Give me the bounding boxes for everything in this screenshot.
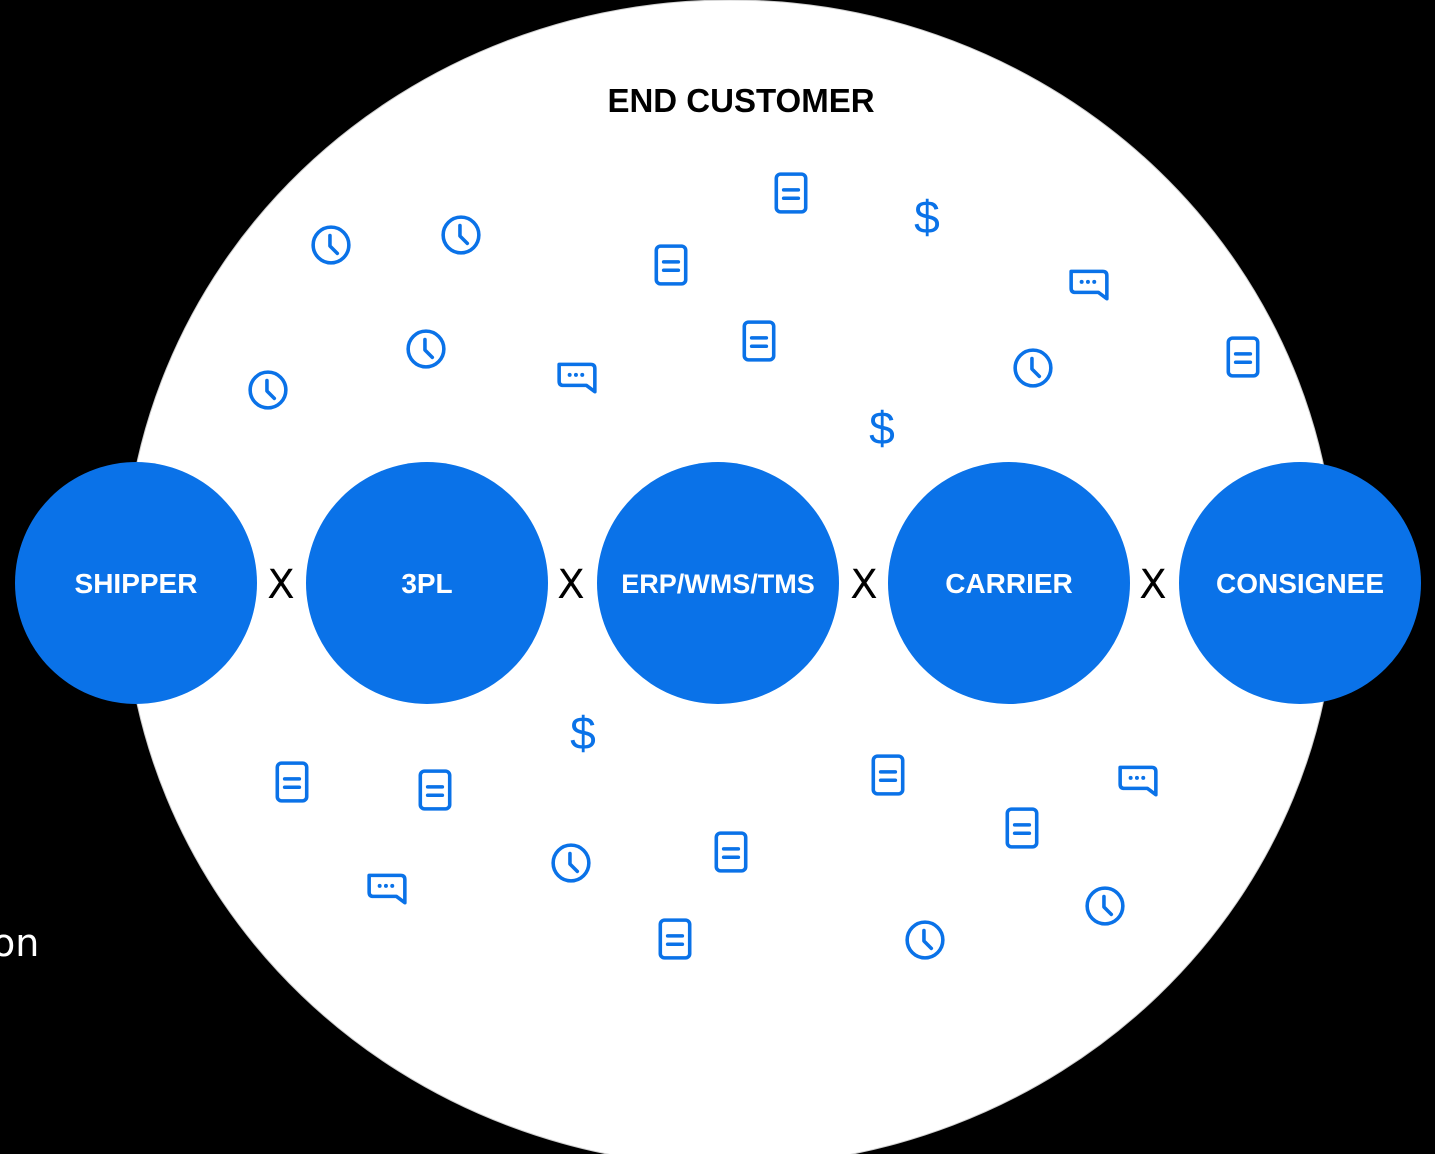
- svg-text:$: $: [570, 707, 596, 759]
- connector-x: X: [850, 562, 877, 608]
- node-consignee: CONSIGNEE: [1179, 462, 1421, 704]
- connector-x: X: [1139, 562, 1166, 608]
- node-label: ERP/WMS/TMS: [621, 569, 815, 599]
- node-label: 3PL: [401, 568, 452, 599]
- node-label: SHIPPER: [75, 568, 198, 599]
- connector-x: X: [267, 562, 294, 608]
- dollar-icon: $: [914, 191, 940, 243]
- node-circle: [597, 462, 839, 704]
- node-label: CARRIER: [945, 568, 1073, 599]
- node-circle: [15, 462, 257, 704]
- connector-x: X: [557, 562, 584, 608]
- node-label: CONSIGNEE: [1216, 568, 1384, 599]
- node-3pl: 3PL: [306, 462, 548, 704]
- node-carrier: CARRIER: [888, 462, 1130, 704]
- node-circle: [1179, 462, 1421, 704]
- node-shipper: SHIPPER: [15, 462, 257, 704]
- node-erp-wms-tms: ERP/WMS/TMS: [597, 462, 839, 704]
- icon-layer: $ $ $: [248, 172, 1260, 960]
- node-circle: [306, 462, 548, 704]
- cropped-edge-text: on: [0, 921, 40, 965]
- process-chain: SHIPPER 3PL ERP/WMS/TMS CARRIER CONSIGNEE X X X…: [15, 462, 1421, 704]
- dollar-icon: $: [869, 402, 895, 454]
- svg-text:$: $: [869, 402, 895, 454]
- dollar-icon: $: [570, 707, 596, 759]
- svg-text:$: $: [914, 191, 940, 243]
- node-circle: [888, 462, 1130, 704]
- end-customer-label: END CUSTOMER: [607, 82, 874, 119]
